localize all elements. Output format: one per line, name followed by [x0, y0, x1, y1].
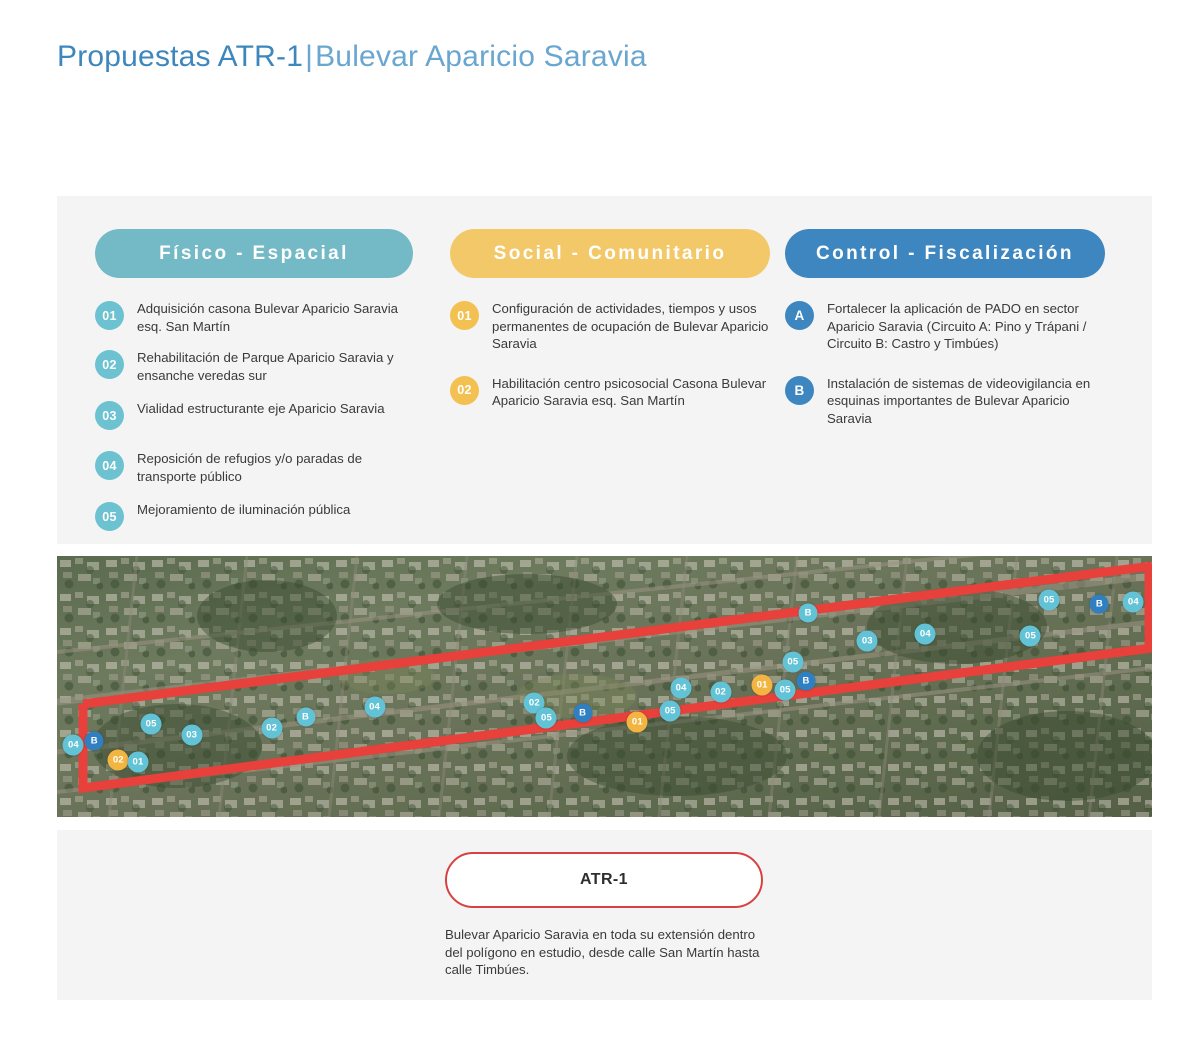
- badge-02-icon: 02: [450, 375, 479, 405]
- map-marker-b[interactable]: B: [84, 731, 104, 751]
- map-marker-05[interactable]: 05: [1019, 625, 1041, 647]
- item-list-fisico-espacial: 01 Adquisición casona Bulevar Aparicio S…: [95, 300, 417, 532]
- page-title-subtitle: Bulevar Aparicio Saravia: [315, 40, 647, 73]
- list-item[interactable]: 03 Vialidad estructurante eje Aparicio S…: [95, 400, 417, 431]
- map-marker-b[interactable]: B: [573, 703, 593, 723]
- list-item-label: Vialidad estructurante eje Aparicio Sara…: [137, 401, 385, 417]
- list-item-label: Reposición de refugios y/o paradas de tr…: [137, 451, 363, 484]
- map-marker-b[interactable]: B: [1089, 594, 1109, 614]
- atr-summary-panel: ATR-1 Bulevar Aparicio Saravia en toda s…: [57, 830, 1152, 1000]
- page-title-main: Propuestas ATR-1: [57, 40, 304, 73]
- badge-a-icon: A: [785, 301, 814, 330]
- list-item-label: Habilitación centro psicosocial Casona B…: [492, 375, 767, 409]
- list-item[interactable]: 02 Habilitación centro psicosocial Cason…: [450, 375, 777, 410]
- badge-03-icon: 03: [95, 401, 124, 431]
- map-marker-b[interactable]: B: [796, 671, 816, 691]
- map-marker-02[interactable]: 02: [107, 749, 129, 771]
- map-marker-03[interactable]: 03: [856, 630, 878, 652]
- badge-01-icon: 01: [450, 301, 479, 330]
- map-imagery: [57, 556, 1152, 817]
- map-marker-02[interactable]: 02: [261, 717, 283, 739]
- proposals-panel: Físico - Espacial 01 Adquisición casona …: [57, 196, 1152, 544]
- item-list-social-comunitario: 01 Configuración de actividades, tiempos…: [450, 300, 777, 410]
- list-item-label: Instalación de sistemas de videovigilanc…: [827, 375, 1091, 426]
- map-marker-04[interactable]: 04: [364, 696, 386, 718]
- badge-02-icon: 02: [95, 350, 124, 380]
- item-list-control-fiscalizacion: A Fortalecer la aplicación de PADO en se…: [785, 300, 1152, 427]
- map-marker-04[interactable]: 04: [1122, 591, 1144, 613]
- map-marker-04[interactable]: 04: [670, 677, 692, 699]
- map-marker-04[interactable]: 04: [914, 623, 936, 645]
- page-title-separator: |: [305, 40, 314, 73]
- list-item-label: Configuración de actividades, tiempos y …: [492, 301, 769, 352]
- column-control-fiscalizacion: Control - Fiscalización A Fortalecer la …: [777, 229, 1152, 544]
- map-marker-01[interactable]: 01: [751, 674, 773, 696]
- list-item[interactable]: 02 Rehabilitación de Parque Aparicio Sar…: [95, 349, 417, 384]
- list-item-label: Mejoramiento de iluminación pública: [137, 502, 351, 518]
- badge-05-icon: 05: [95, 502, 124, 532]
- list-item[interactable]: 01 Configuración de actividades, tiempos…: [450, 300, 777, 353]
- badge-01-icon: 01: [95, 301, 124, 330]
- list-item[interactable]: 05 Mejoramiento de iluminación pública: [95, 501, 417, 532]
- column-social-comunitario: Social - Comunitario 01 Configuración de…: [417, 229, 777, 544]
- badge-b-icon: B: [785, 375, 814, 405]
- map-marker-04[interactable]: 04: [62, 734, 84, 756]
- map-marker-01[interactable]: 01: [127, 751, 149, 773]
- list-item[interactable]: B Instalación de sistemas de videovigila…: [785, 375, 1152, 428]
- map-marker-b[interactable]: B: [296, 707, 316, 726]
- map-marker-03[interactable]: 03: [181, 724, 203, 746]
- map-marker-b[interactable]: B: [798, 603, 818, 623]
- map-marker-05[interactable]: 05: [535, 707, 557, 729]
- atr-1-pill[interactable]: ATR-1: [445, 852, 763, 908]
- list-item-label: Adquisición casona Bulevar Aparicio Sara…: [137, 301, 398, 334]
- atr-1-description: Bulevar Aparicio Saravia en toda su exte…: [445, 927, 760, 978]
- proposals-columns: Físico - Espacial 01 Adquisición casona …: [57, 196, 1152, 544]
- list-item-label: Fortalecer la aplicación de PADO en sect…: [827, 301, 1087, 352]
- map-marker-01[interactable]: 01: [626, 711, 648, 733]
- list-item[interactable]: 01 Adquisición casona Bulevar Aparicio S…: [95, 300, 417, 335]
- column-fisico-espacial: Físico - Espacial 01 Adquisición casona …: [57, 229, 417, 544]
- map-marker-05[interactable]: 05: [782, 651, 804, 673]
- column-header-social-comunitario: Social - Comunitario: [450, 229, 770, 278]
- list-item[interactable]: A Fortalecer la aplicación de PADO en se…: [785, 300, 1152, 353]
- list-item-label: Rehabilitación de Parque Aparicio Saravi…: [137, 350, 394, 383]
- column-header-fisico-espacial: Físico - Espacial: [95, 229, 413, 278]
- page-title: Propuestas ATR-1|Bulevar Aparicio Saravi…: [57, 40, 647, 74]
- badge-04-icon: 04: [95, 451, 124, 481]
- column-header-control-fiscalizacion: Control - Fiscalización: [785, 229, 1105, 278]
- map-marker-05[interactable]: 05: [1038, 589, 1060, 611]
- map-marker-02[interactable]: 02: [710, 681, 732, 703]
- list-item[interactable]: 04 Reposición de refugios y/o paradas de…: [95, 450, 417, 485]
- map-marker-05[interactable]: 05: [659, 700, 681, 722]
- map-marker-05[interactable]: 05: [774, 679, 796, 701]
- map-marker-05[interactable]: 05: [140, 713, 162, 735]
